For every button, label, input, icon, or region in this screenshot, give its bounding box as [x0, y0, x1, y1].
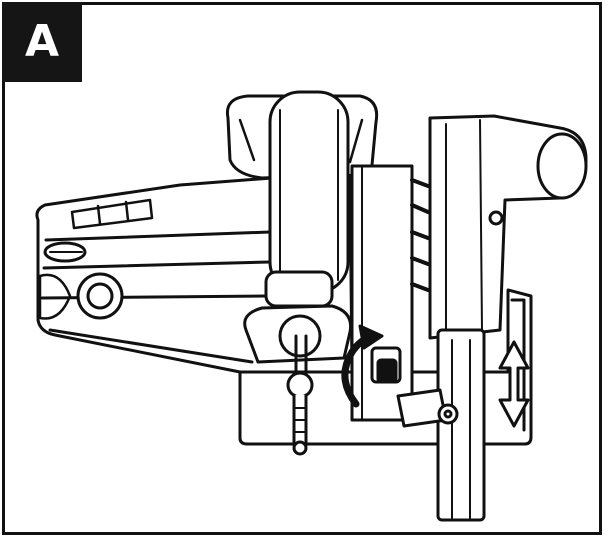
front-handle — [410, 114, 588, 340]
bevel-lock — [370, 346, 459, 428]
blade-column — [436, 328, 486, 522]
panel-label: A — [24, 16, 60, 67]
top-handle — [225, 90, 379, 294]
curved-arrow-icon — [341, 324, 384, 408]
double-headed-vertical-arrow-icon — [498, 340, 530, 428]
panel-label-box: A — [2, 2, 82, 82]
depth-adjustment-lever — [243, 270, 353, 456]
